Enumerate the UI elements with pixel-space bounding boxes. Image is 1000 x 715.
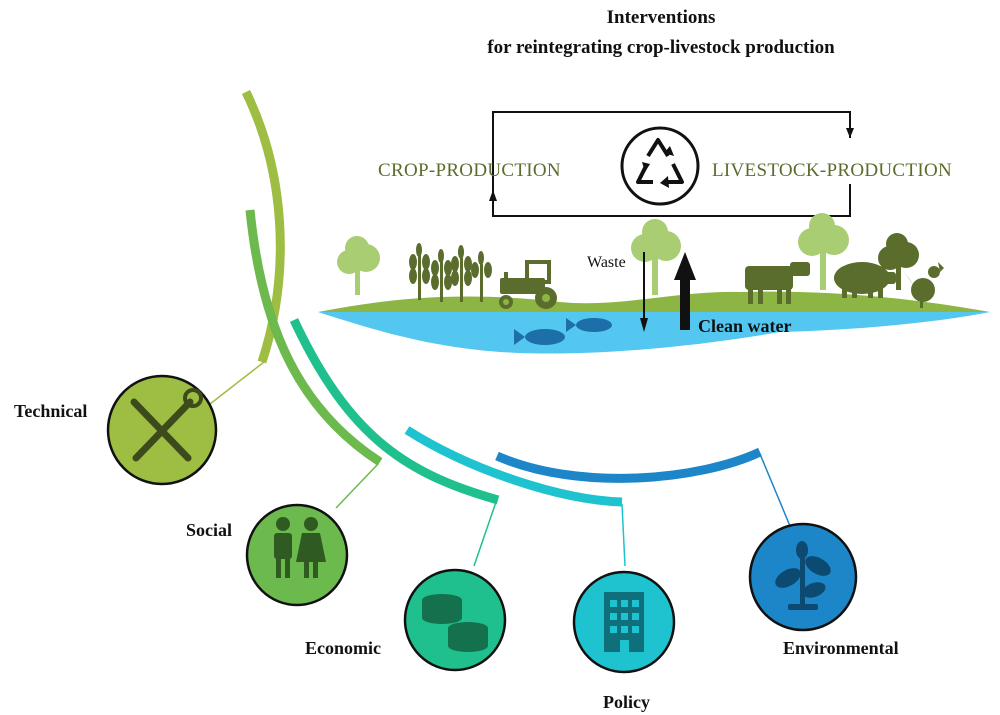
title-line-2: for reintegrating crop-livestock product… (487, 37, 835, 58)
cow-icon (745, 262, 810, 304)
fish-icon (514, 318, 612, 345)
landscape: Waste Clean water (318, 213, 990, 354)
arrow-down-icon (846, 128, 854, 138)
arc-environmental (495, 447, 762, 483)
category-arcs (241, 90, 762, 507)
economic-label: Economic (305, 638, 381, 658)
crop-plant-icon (409, 243, 492, 302)
clean-water-arrow-icon (674, 252, 696, 330)
policy-label: Policy (603, 692, 650, 712)
tree-icon (337, 236, 380, 295)
building-icon (604, 592, 644, 652)
arc-social (245, 209, 383, 466)
livestock-production-label: LIVESTOCK-PRODUCTION (712, 160, 952, 181)
social-node (245, 503, 349, 607)
tree-icon (798, 213, 849, 290)
arc-economic (289, 318, 500, 505)
production-cycle (489, 111, 854, 217)
tools-icon (130, 398, 194, 462)
tractor-icon (499, 260, 557, 309)
title-line-1: Interventions (607, 7, 716, 28)
ground (318, 291, 990, 312)
coins-icon (422, 594, 488, 652)
environmental-label: Environmental (783, 638, 899, 658)
arc-policy (404, 426, 623, 507)
rooster-icon (904, 262, 944, 308)
plant-icon (775, 541, 831, 610)
tree-icon (878, 233, 919, 290)
people-icon (274, 517, 326, 578)
arrow-up-icon (489, 190, 497, 201)
economic-node (403, 568, 507, 672)
waste-label: Waste (587, 254, 626, 271)
technical-node (106, 374, 218, 486)
policy-node (572, 570, 676, 674)
pig-icon (834, 262, 896, 298)
social-label: Social (186, 520, 232, 540)
waste-arrow-icon (640, 252, 648, 332)
water-body (318, 312, 990, 354)
wrench-head-icon (183, 388, 203, 408)
recycle-icon (620, 126, 700, 206)
crop-production-label: CROP-PRODUCTION (378, 160, 561, 181)
technical-label: Technical (14, 401, 87, 421)
environmental-node (748, 522, 858, 632)
clean-water-label: Clean water (698, 316, 791, 336)
tree-icon (631, 219, 681, 295)
category-connectors (209, 361, 791, 567)
